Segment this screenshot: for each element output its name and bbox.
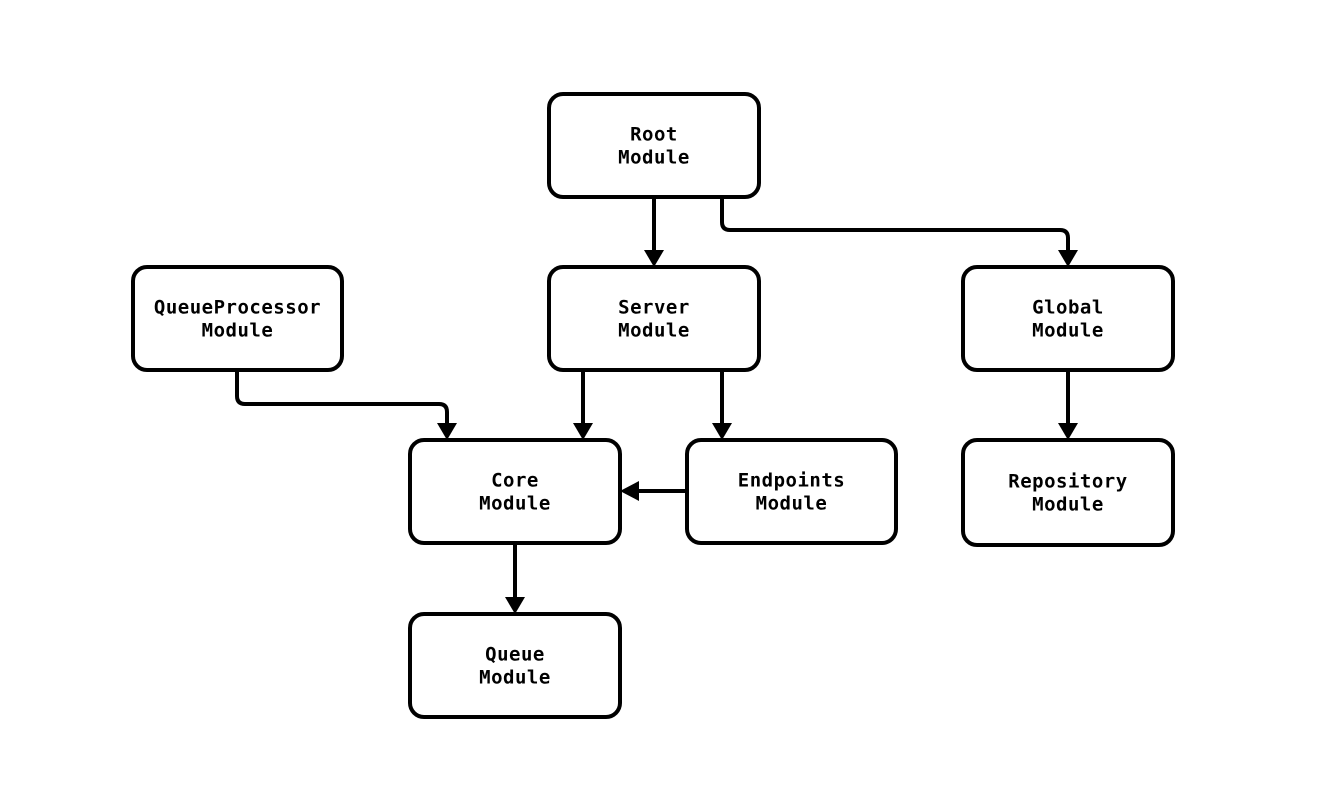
edge-root-to-global <box>720 197 1078 267</box>
arrowhead-icon <box>620 481 639 501</box>
arrowhead-icon <box>437 423 457 440</box>
node-box[interactable] <box>131 265 344 372</box>
edge-server-to-endpoints <box>712 370 732 440</box>
edge-root-to-server <box>644 197 664 267</box>
node-label-line2: Module <box>479 666 551 688</box>
edge-line <box>235 370 449 425</box>
node-label-line2: Module <box>1032 493 1104 515</box>
arrowhead-icon <box>573 423 593 440</box>
edge-endpoints-to-core <box>620 481 687 501</box>
node-box[interactable] <box>961 438 1175 547</box>
node-label-line1: Global <box>1032 296 1104 318</box>
arrowhead-icon <box>644 250 664 267</box>
node-box[interactable] <box>685 438 898 545</box>
edge-global-to-repository <box>1058 370 1078 440</box>
node-label-line2: Module <box>1032 319 1104 341</box>
node-box[interactable] <box>547 92 761 199</box>
node-label-line1: Root <box>630 123 678 145</box>
arrowhead-icon <box>712 423 732 440</box>
edge-queueprocessor-to-core <box>235 370 457 440</box>
edges-layer <box>235 197 1078 614</box>
node-box[interactable] <box>408 438 622 545</box>
node-label-line1: QueueProcessor <box>154 296 321 318</box>
node-label-line2: Module <box>618 319 690 341</box>
node-box[interactable] <box>547 265 761 372</box>
edge-core-to-queue <box>505 543 525 614</box>
node-label-line2: Module <box>202 319 274 341</box>
node-label-line2: Module <box>756 492 828 514</box>
edge-line <box>720 197 1070 252</box>
arrowhead-icon <box>505 597 525 614</box>
node-box[interactable] <box>408 612 622 719</box>
node-label-line1: Queue <box>485 643 545 665</box>
node-label-line1: Repository <box>1008 470 1127 492</box>
node-label-line2: Module <box>618 146 690 168</box>
edge-server-to-core <box>573 370 593 440</box>
node-box[interactable] <box>961 265 1175 372</box>
arrowhead-icon <box>1058 250 1078 267</box>
node-label-line1: Server <box>618 296 690 318</box>
node-label-line2: Module <box>479 492 551 514</box>
arrowhead-icon <box>1058 423 1078 440</box>
node-label-line1: Endpoints <box>738 469 845 491</box>
node-label-line1: Core <box>491 469 539 491</box>
